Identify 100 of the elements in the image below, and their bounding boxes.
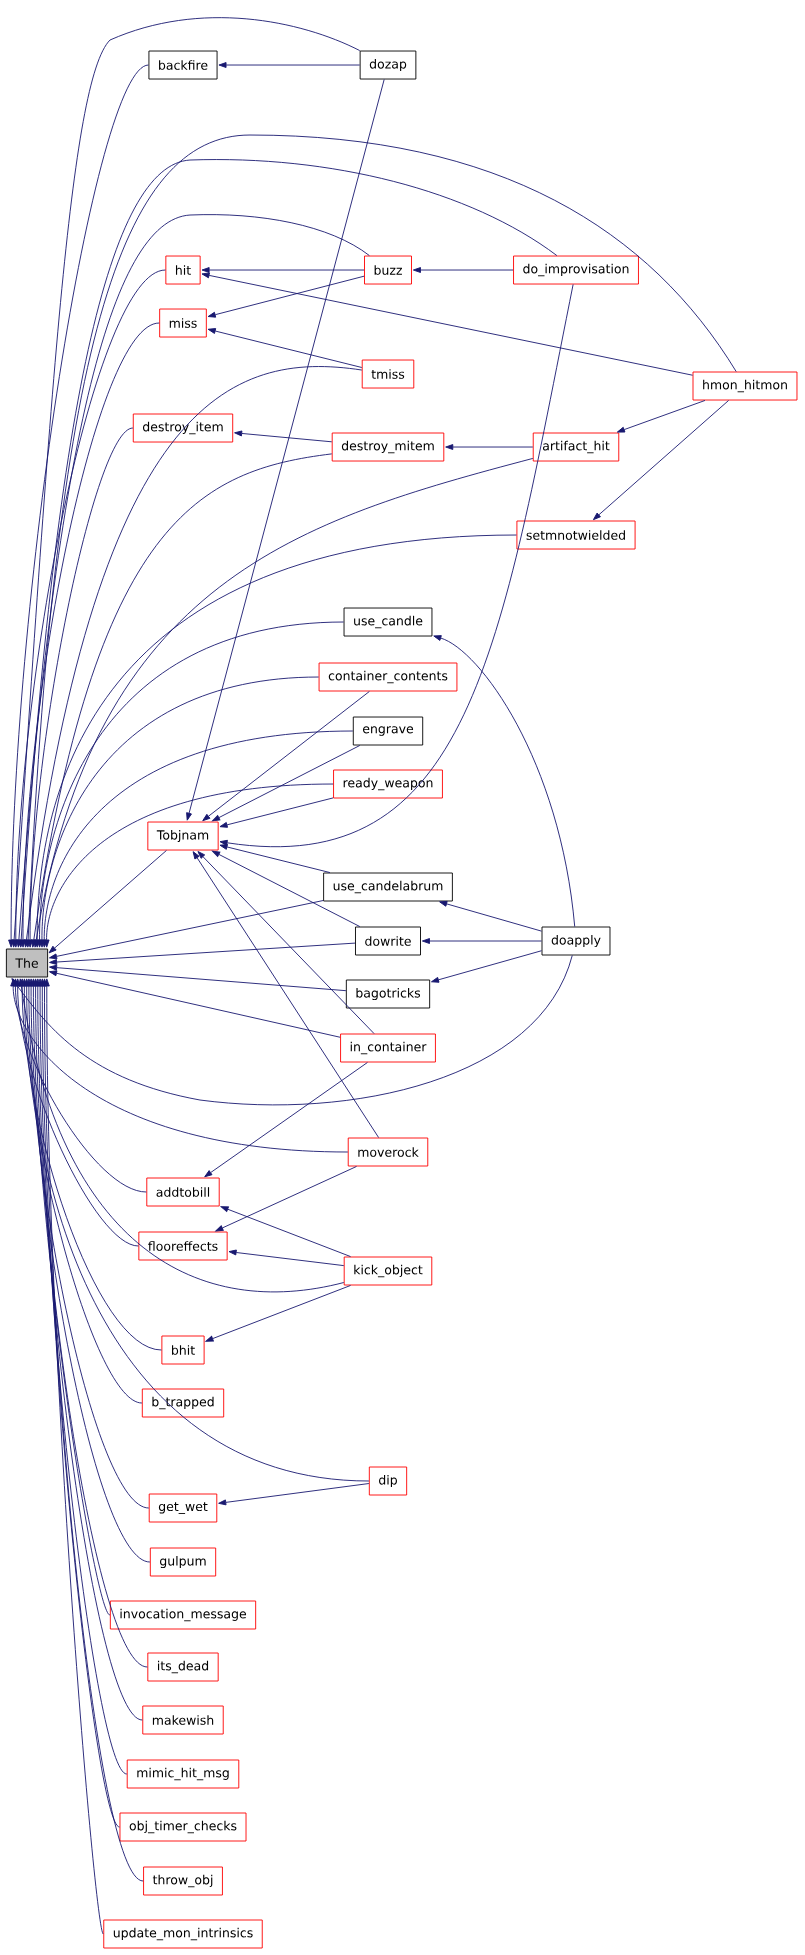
call-arrow (186, 79, 385, 821)
call-arrow (36, 621, 345, 948)
function-box: Tobjnam (147, 821, 219, 851)
call-arrow (8, 64, 149, 948)
function-box: artifact_hit (532, 432, 620, 462)
function-box: bagotricks (345, 979, 431, 1009)
function-box: throw_obj (143, 1866, 223, 1896)
call-arrow (30, 453, 333, 948)
function-box: backfire (148, 50, 218, 80)
call-arrow (204, 1062, 368, 1178)
call-arrow (18, 978, 345, 1293)
call-arrow (23, 978, 370, 1482)
function-box: ready_weapon (333, 769, 443, 799)
call-arrow (421, 938, 542, 944)
function-box: use_candle (343, 607, 433, 637)
function-box: b_trapped (141, 1388, 225, 1418)
call-arrow (41, 730, 354, 948)
function-box: obj_timer_checks (119, 1812, 247, 1842)
function-box: gulpum (149, 1547, 217, 1577)
call-arrow (20, 322, 160, 948)
function-box: kick_object (343, 1256, 433, 1286)
call-arrow (433, 635, 576, 928)
call-arrow (18, 159, 558, 948)
function-box: do_improvisation (513, 255, 639, 285)
call-arrow (49, 964, 347, 992)
function-box: update_mon_intrinsics (103, 1919, 263, 1949)
call-arrow (11, 17, 361, 948)
function-box: doapply (541, 926, 611, 956)
function-box: in_container (340, 1033, 436, 1063)
call-arrow (15, 214, 370, 948)
call-arrow (14, 978, 139, 1247)
call-arrow (616, 400, 706, 433)
call-arrow (219, 844, 331, 873)
call-arrow (207, 275, 365, 318)
call-arrow (30, 978, 111, 1616)
function-box: miss (159, 308, 207, 338)
call-arrow (234, 430, 333, 443)
call-arrow (215, 1166, 357, 1232)
function-box: mimic_hit_msg (126, 1759, 240, 1789)
function-box: buzz (364, 255, 412, 285)
call-arrow (19, 978, 162, 1351)
call-arrow (48, 850, 167, 954)
call-arrow (43, 783, 334, 948)
call-arrow (445, 444, 534, 450)
call-arrow (25, 134, 737, 948)
call-arrow (202, 691, 370, 822)
function-box: dozap (359, 50, 417, 80)
function-box: addtobill (146, 1177, 220, 1207)
call-arrow (431, 950, 542, 983)
call-arrow (49, 900, 324, 960)
function-box: engrave (352, 716, 424, 746)
function-box: The (5, 948, 49, 978)
call-arrow (207, 328, 363, 368)
call-arrow (33, 458, 534, 948)
call-arrow (592, 400, 730, 521)
call-arrow (41, 978, 144, 1882)
call-arrow (12, 978, 147, 1193)
call-arrow (49, 970, 341, 1038)
call-arrow (37, 978, 128, 1775)
call-arrow (201, 267, 365, 273)
call-arrow (205, 1285, 351, 1342)
call-arrow (12, 269, 166, 948)
call-arrow (34, 534, 517, 948)
function-box: container_contents (318, 662, 458, 692)
call-arrow (201, 272, 694, 376)
call-arrow (11, 955, 573, 1106)
call-arrow (219, 284, 574, 848)
function-box: dowrite (355, 926, 421, 956)
call-arrow (220, 1206, 351, 1257)
call-arrow (228, 1249, 345, 1267)
function-box: get_wet (148, 1493, 218, 1523)
call-arrow (21, 978, 143, 1404)
function-box: bhit (161, 1335, 205, 1365)
function-box: destroy_mitem (331, 432, 445, 462)
call-arrow (39, 978, 120, 1828)
call-arrow (43, 978, 104, 1935)
call-arrow (218, 62, 361, 68)
function-box: use_candelabrum (323, 872, 453, 902)
call-arrow (197, 851, 375, 1034)
call-arrow (219, 797, 334, 828)
call-arrow (39, 676, 320, 948)
call-arrow (212, 745, 361, 822)
function-box: tmiss (361, 359, 415, 389)
function-box: setmnotwielded (516, 520, 636, 550)
call-arrow (218, 1483, 370, 1506)
function-box: invocation_message (109, 1600, 257, 1630)
call-arrow (192, 851, 380, 1138)
call-arrow (10, 978, 349, 1153)
function-box: hmon_hitmon (692, 371, 798, 401)
call-arrow (412, 267, 514, 273)
function-box: makewish (142, 1705, 224, 1735)
function-box: dip (368, 1466, 408, 1496)
function-box: hit (165, 255, 201, 285)
call-arrow (23, 366, 363, 948)
call-arrow (27, 427, 134, 948)
function-box: its_dead (147, 1652, 219, 1682)
function-box: flooreffects (138, 1231, 228, 1261)
function-box: destroy_item (132, 413, 234, 443)
call-arrow (439, 900, 542, 932)
call-arrow (49, 942, 356, 965)
